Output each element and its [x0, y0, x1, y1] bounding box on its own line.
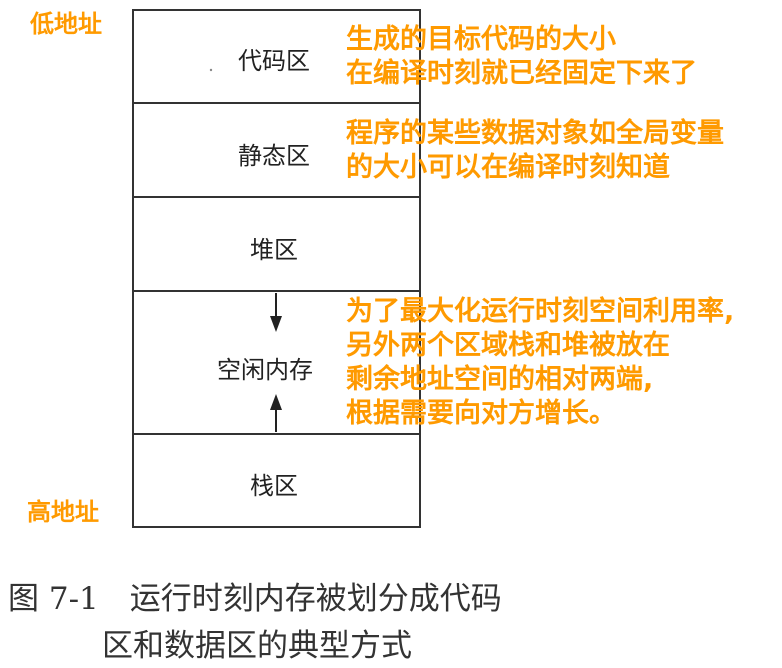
segment-code-label: 代码区: [238, 47, 310, 75]
free-annotation-line-3: 剩余地址空间的相对两端,: [346, 364, 654, 395]
memory-block-outline: [132, 9, 421, 528]
code-annotation-line-1: 生成的目标代码的大小: [346, 24, 616, 55]
scan-speck: [209, 68, 213, 72]
high-address-label: 高地址: [27, 498, 99, 526]
segment-free-memory-label: 空闲内存: [217, 356, 313, 384]
free-annotation-line-1: 为了最大化运行时刻空间利用率,: [346, 296, 735, 327]
free-annotation-line-2: 另外两个区域栈和堆被放在: [346, 330, 670, 361]
static-annotation-line-1: 程序的某些数据对象如全局变量: [346, 118, 724, 149]
stack-growth-arrow: [270, 394, 282, 432]
segment-static-label: 静态区: [238, 142, 310, 170]
static-annotation-line-2: 的大小可以在编译时刻知道: [346, 152, 670, 183]
code-annotation-line-2: 在编译时刻就已经固定下来了: [346, 58, 697, 89]
heap-growth-arrow: [270, 293, 282, 332]
segment-heap-label: 堆区: [250, 236, 298, 264]
figure-caption-line-2: 区和数据区的典型方式: [102, 628, 412, 664]
figure-caption-line-1: 图 7-1 运行时刻内存被划分成代码: [8, 581, 502, 617]
segment-stack-label: 栈区: [250, 472, 298, 500]
free-annotation-line-4: 根据需要向对方增长。: [346, 398, 616, 429]
low-address-label: 低地址: [30, 10, 102, 38]
